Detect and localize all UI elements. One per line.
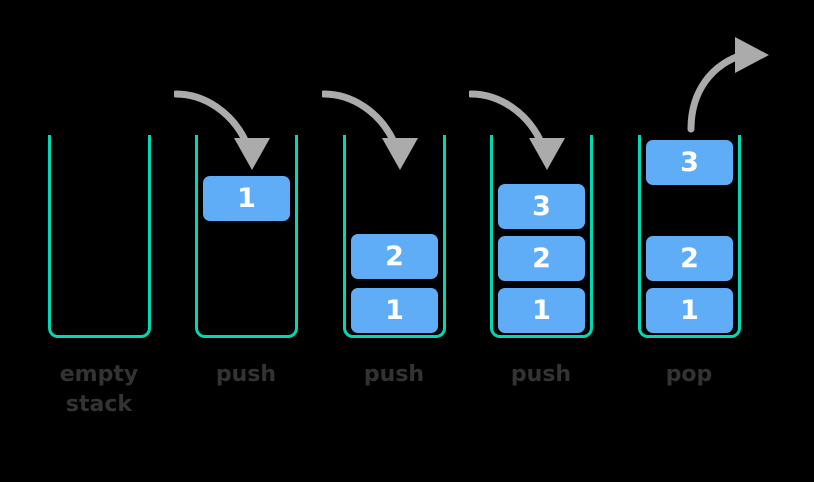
stack-block-4-2: 2 <box>498 236 585 281</box>
stack-caption-5: pop <box>609 360 769 390</box>
stack-block-4-3-value: 1 <box>532 295 551 326</box>
stack-container-3 <box>343 135 446 338</box>
stack-caption-5-line1: pop <box>665 362 713 387</box>
pop-up-arrow-icon-5 <box>687 37 769 133</box>
stack-column-2: 1 push <box>166 0 326 482</box>
stack-block-5-3-value: 1 <box>680 295 699 326</box>
stack-block-2-1-value: 1 <box>237 183 256 214</box>
stack-block-5-2-value: 2 <box>680 243 699 274</box>
stack-block-5-1-value: 3 <box>680 147 699 178</box>
stack-block-4-3: 1 <box>498 288 585 333</box>
stack-block-3-2-value: 1 <box>385 295 404 326</box>
stack-block-2-1: 1 <box>203 176 290 221</box>
stack-block-3-1: 2 <box>351 234 438 279</box>
stack-caption-4-line1: push <box>510 362 572 387</box>
stack-caption-1-line2: stack <box>65 391 133 417</box>
stack-container-2 <box>195 135 298 338</box>
stack-caption-1: empty stack <box>19 360 179 419</box>
stack-container-5 <box>638 135 741 338</box>
stack-caption-3-line1: push <box>363 362 425 387</box>
stack-column-1: empty stack <box>19 0 179 482</box>
stack-caption-2-line1: push <box>215 362 277 387</box>
stack-block-4-1-value: 3 <box>532 191 551 222</box>
stack-caption-2: push <box>166 360 326 390</box>
stack-caption-4: push <box>461 360 621 390</box>
stack-caption-3: push <box>314 360 474 390</box>
stack-container-4 <box>490 135 593 338</box>
stack-block-3-2: 1 <box>351 288 438 333</box>
stack-block-5-1: 3 <box>646 140 733 185</box>
stack-column-4: 3 2 1 push <box>461 0 621 482</box>
stack-block-4-1: 3 <box>498 184 585 229</box>
stack-block-3-1-value: 2 <box>385 241 404 272</box>
stack-column-3: 2 1 push <box>314 0 474 482</box>
stack-block-5-3: 1 <box>646 288 733 333</box>
stack-block-5-2: 2 <box>646 236 733 281</box>
stack-container-1 <box>48 135 151 338</box>
stack-block-4-2-value: 2 <box>532 243 551 274</box>
stack-caption-1-line1: empty <box>59 362 139 387</box>
stack-column-5: 3 2 1 pop <box>609 0 769 482</box>
